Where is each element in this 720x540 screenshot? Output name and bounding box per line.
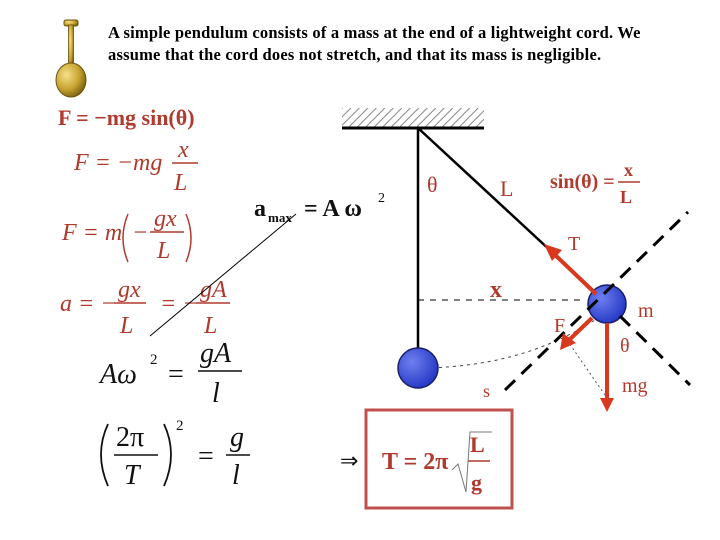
formula-force-small: F = −mg x L <box>73 137 198 196</box>
pendulum-icon <box>55 19 87 98</box>
svg-text:max: max <box>268 210 292 225</box>
svg-text:L: L <box>470 432 485 457</box>
svg-text:−: − <box>132 220 148 246</box>
arc-path <box>417 319 596 369</box>
formula-omega: 2π T 2 = g l <box>100 418 250 491</box>
svg-text:T = 2π: T = 2π <box>382 449 448 475</box>
svg-text:gx: gx <box>118 277 141 303</box>
tension-arrow <box>544 244 598 296</box>
svg-text:g: g <box>471 470 482 495</box>
theta-top-label: θ <box>427 172 438 197</box>
formula-force-sin: F = −mg sin(θ) <box>58 105 195 130</box>
svg-text:x: x <box>624 160 633 180</box>
svg-text:= A ω: = A ω <box>304 196 362 222</box>
svg-text:Aω: Aω <box>98 359 137 390</box>
mass-label: m <box>638 300 654 322</box>
intro-text: A simple pendulum consists of a mass at … <box>108 23 641 64</box>
weight-label: mg <box>622 375 648 397</box>
sin-theta-formula: sin(θ) = x L <box>550 160 640 207</box>
svg-text:=: = <box>198 441 214 472</box>
svg-text:L: L <box>156 238 170 264</box>
svg-text:F = m: F = m <box>61 220 122 246</box>
rest-bob <box>397 347 439 389</box>
svg-text:2: 2 <box>378 191 385 206</box>
formula-accel: a = − gx L = − gA L <box>60 277 230 339</box>
svg-text:2π: 2π <box>116 422 144 453</box>
force-arrow <box>560 316 594 350</box>
svg-text:gA: gA <box>200 338 232 369</box>
tangent-line <box>503 210 690 392</box>
weight-arrow <box>600 323 614 412</box>
svg-text:= −: = − <box>160 291 198 317</box>
svg-text:g: g <box>230 422 244 453</box>
svg-text:=: = <box>168 359 184 390</box>
svg-text:T: T <box>124 460 142 491</box>
svg-text:l: l <box>232 460 240 491</box>
svg-text:L: L <box>173 170 187 196</box>
force-label: F <box>554 315 565 337</box>
svg-text:L: L <box>203 313 217 339</box>
formula-aw2: Aω 2 = gA l <box>98 338 242 409</box>
svg-text:x: x <box>177 137 189 163</box>
arc-label: s <box>483 381 490 401</box>
svg-text:gA: gA <box>200 277 227 303</box>
length-label: L <box>500 176 513 201</box>
svg-text:l: l <box>212 378 220 409</box>
svg-text:⇒: ⇒ <box>340 448 358 473</box>
formula-amax: a max = A ω 2 <box>254 191 385 225</box>
svg-text:a: a <box>254 196 266 222</box>
svg-text:2: 2 <box>176 418 184 434</box>
x-label: x <box>490 277 502 303</box>
formula-force-m: F = m − gx L <box>61 206 192 264</box>
svg-text:F = −mg: F = −mg <box>73 150 162 176</box>
svg-text:L: L <box>620 187 632 207</box>
period-box <box>364 408 514 510</box>
svg-text:L: L <box>119 313 133 339</box>
svg-text:2: 2 <box>150 352 158 368</box>
tension-label: T <box>568 233 580 255</box>
svg-text:a = −: a = − <box>60 291 116 317</box>
theta-bob-label: θ <box>620 335 630 357</box>
pointer-line <box>149 213 297 337</box>
ceiling-mount <box>342 108 484 128</box>
period-formula: ⇒ T = 2π L g <box>340 408 514 510</box>
radial-extension <box>618 314 692 387</box>
svg-text:sin(θ) =: sin(θ) = <box>550 171 615 193</box>
svg-text:gx: gx <box>154 206 177 232</box>
